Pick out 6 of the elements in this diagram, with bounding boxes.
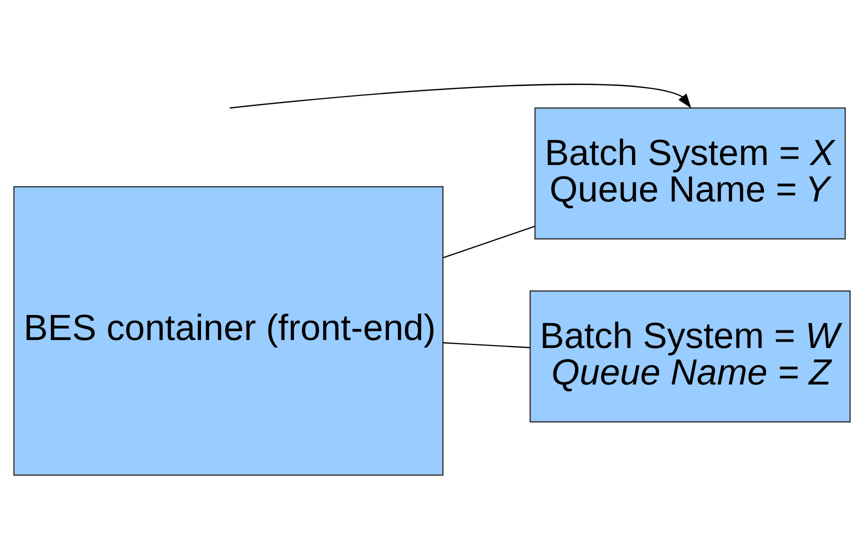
node-box: BES container (front-end): [12, 186, 443, 476]
node-box: Batch System = X Queue Name = Y: [534, 106, 846, 239]
connector: [442, 342, 530, 348]
arrow: [229, 83, 691, 108]
node-box: Batch System = W Queue Name = Z: [529, 290, 850, 422]
connector: [442, 225, 534, 258]
